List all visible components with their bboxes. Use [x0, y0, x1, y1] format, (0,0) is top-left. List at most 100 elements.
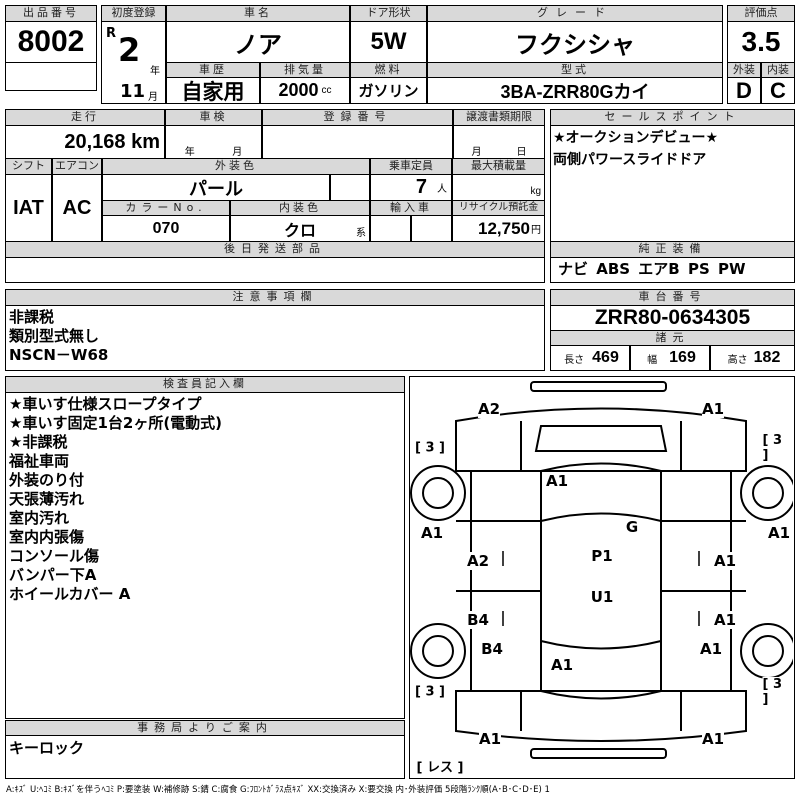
damage-mark: U1 — [590, 588, 614, 606]
inspection-cell: 年月 — [165, 125, 262, 159]
displacement: 2000 — [278, 80, 319, 100]
color-no: 070 — [102, 215, 230, 242]
month-unit: 月 — [148, 92, 158, 103]
inspector-line: 福祉車両 — [9, 452, 70, 470]
lot-number: 8002 — [5, 21, 97, 63]
height-cell: 高さ 182 — [710, 345, 795, 371]
door-type: 5W — [350, 21, 427, 63]
int-color: クロ — [283, 222, 316, 240]
inspector-line: バンパー下A — [9, 566, 97, 584]
mileage: 20,168 km — [5, 125, 165, 159]
damage-mark: A1 — [550, 656, 574, 674]
transfer-month: 月 — [471, 147, 482, 158]
inspection-year: 年 — [184, 147, 195, 158]
load-unit: kg — [530, 186, 541, 197]
grade: フクシシャ — [427, 21, 723, 63]
shift: IAT — [5, 174, 52, 242]
cc-unit: cc — [321, 85, 332, 96]
inspector-line: コンソール傷 — [9, 547, 100, 565]
import-cell-1 — [370, 215, 411, 242]
damage-mark: [ レス ] — [416, 756, 464, 776]
inspection-label: 車検 — [165, 109, 262, 126]
legend: A:ｷｽﾞ U:ﾍｺﾐ B:ｷｽﾞを伴うﾍｺﾐ P:要塗装 W:補修跡 S:錆 … — [6, 785, 550, 795]
inspector-label: 検査員記入欄 — [5, 376, 405, 393]
damage-mark: A2 — [477, 400, 501, 418]
yen-unit: 円 — [531, 225, 541, 236]
door-label: ドア形状 — [350, 5, 427, 22]
int-color-cell: クロ 系 — [230, 215, 370, 242]
spec-label: 諸元 — [550, 330, 795, 346]
equipment: ナビ ABS エアB PS PW — [558, 260, 746, 278]
ext-color-extra — [330, 174, 370, 201]
score-label: 評価点 — [727, 5, 795, 22]
length: 469 — [592, 349, 619, 366]
int-color-label: 内装色 — [230, 200, 370, 216]
note-line: NSCN－W68 — [9, 346, 109, 364]
int-color-unit: 系 — [356, 228, 366, 239]
office-label: 事務局よりご案内 — [5, 720, 405, 736]
damage-mark: A2 — [466, 552, 490, 570]
model-label: 型式 — [427, 62, 723, 78]
reg-no-value — [262, 125, 453, 159]
damage-mark: P1 — [591, 547, 613, 565]
inspector-line: ★車いす仕様スロープタイプ — [9, 395, 202, 413]
era: R — [106, 26, 117, 41]
height: 182 — [753, 349, 781, 366]
mileage-label: 走行 — [5, 109, 165, 126]
ac-label: エアコン — [52, 158, 102, 175]
damage-mark: A1 — [767, 524, 791, 542]
fuel-label: 燃料 — [350, 62, 427, 78]
history: 自家用 — [166, 77, 260, 104]
load-label: 最大積載量 — [452, 158, 545, 175]
sales-line: 両側パワースライドドア — [553, 152, 707, 168]
transfer-label: 譲渡書類期限 — [453, 109, 545, 126]
office-note: キーロック — [9, 739, 85, 757]
grade-label: グレード — [427, 5, 723, 22]
height-label: 高さ — [727, 354, 748, 366]
first-reg-cell — [101, 21, 166, 104]
ext-grade-label: 外装 — [727, 62, 761, 78]
damage-mark: [ 3 ] — [415, 684, 445, 700]
ext-color: パール — [102, 174, 330, 201]
ac: AC — [52, 174, 102, 242]
damage-mark: A1 — [713, 611, 737, 629]
fuel: ガソリン — [350, 77, 427, 104]
year-unit: 年 — [150, 66, 160, 77]
chassis-label: 車台番号 — [550, 289, 795, 306]
reg-no-label: 登録番号 — [262, 109, 453, 126]
parts-label: 後日発送部品 — [5, 241, 545, 258]
car-outline — [410, 381, 793, 759]
recycle-fee: 12,750 — [478, 218, 530, 238]
transfer-day: 日 — [516, 147, 527, 158]
reg-year: 2 — [118, 31, 141, 69]
capacity: 7 — [415, 176, 427, 198]
load-cell: kg — [452, 174, 545, 201]
damage-mark: A1 — [701, 730, 725, 748]
color-no-label: カラーNo. — [102, 200, 230, 216]
width: 169 — [669, 349, 696, 366]
damage-mark: [ 3 ] — [762, 677, 788, 707]
inspector-notes: ★車いす仕様スロープタイプ★車いす固定1台2ヶ所(電動式)★非課税福祉車両外装の… — [9, 395, 222, 604]
import-cell-2 — [411, 215, 452, 242]
note-line: 類別型式無し — [9, 327, 100, 345]
inspector-line: ホイールカバー A — [9, 585, 131, 603]
inspector-line: ★車いす固定1台2ヶ所(電動式) — [9, 414, 223, 432]
damage-mark: A1 — [545, 472, 569, 490]
chassis-number: ZRR80-0634305 — [594, 306, 751, 329]
model-code: 3BA-ZRR80Gカイ — [427, 77, 723, 104]
name-label: 車名 — [166, 5, 350, 22]
inspector-line: 室内内張傷 — [9, 528, 85, 546]
equipment-label: 純正装備 — [550, 241, 795, 258]
width-label: 幅 — [647, 354, 658, 366]
first-reg-label: 初度登録 — [101, 5, 166, 22]
int-grade: C — [761, 77, 795, 104]
inspector-line: 外装のり付 — [9, 471, 85, 489]
damage-mark: A1 — [478, 730, 502, 748]
int-grade-label: 内装 — [761, 62, 795, 78]
inspector-line: 室内汚れ — [9, 509, 70, 527]
displacement-label: 排気量 — [260, 62, 350, 78]
